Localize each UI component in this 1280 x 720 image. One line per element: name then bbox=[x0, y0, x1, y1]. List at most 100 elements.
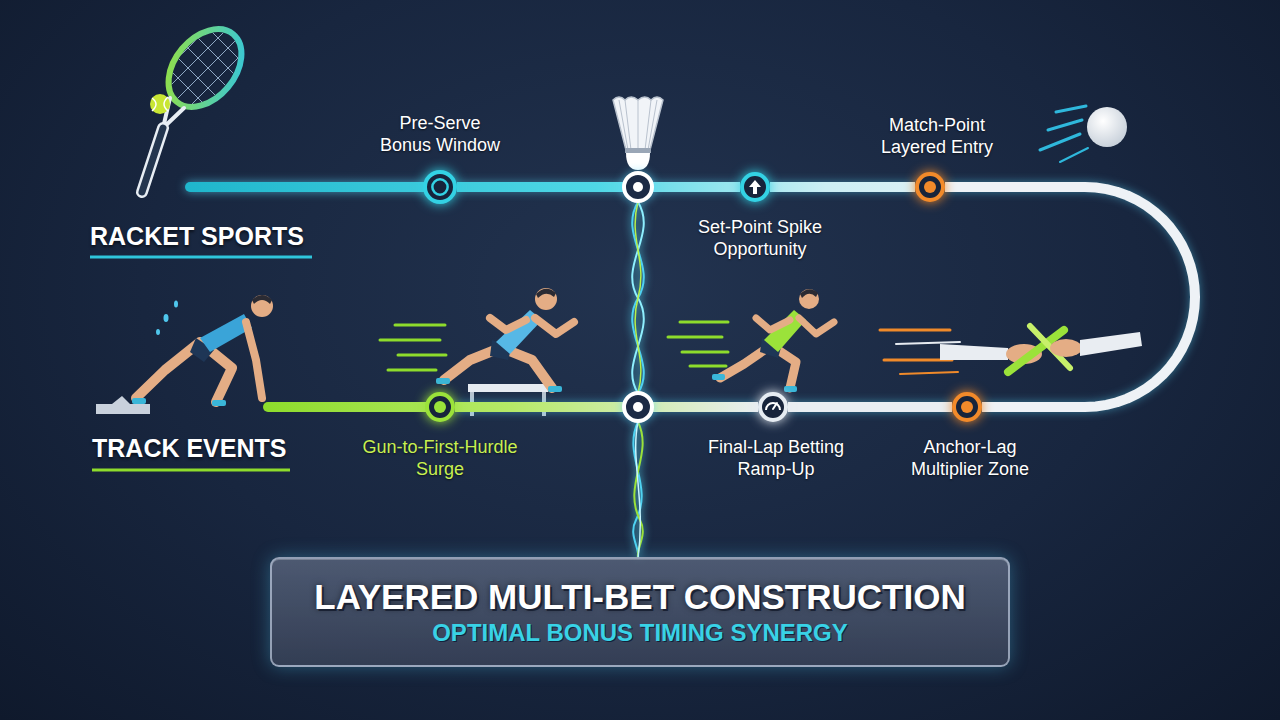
speed-line bbox=[896, 342, 960, 344]
junction-dot bbox=[633, 402, 643, 412]
junction-ring bbox=[624, 393, 652, 421]
timing-marker: Anchor-Lag Multiplier Zone bbox=[952, 392, 982, 422]
marker-shape bbox=[952, 392, 982, 422]
timeline-connector bbox=[945, 187, 1195, 407]
marker-ring bbox=[917, 174, 943, 200]
marker-shape bbox=[425, 392, 455, 422]
helix-strands bbox=[632, 202, 644, 558]
runner-shoe bbox=[548, 386, 562, 392]
marker-shape bbox=[915, 172, 945, 202]
tennis-racket bbox=[140, 0, 270, 192]
marker-label-box: Anchor-Lag Multiplier Zone bbox=[894, 436, 1046, 480]
speed-line bbox=[1060, 148, 1088, 162]
marker-ring bbox=[427, 394, 453, 420]
runner-arm bbox=[490, 318, 526, 330]
flying-ball bbox=[1040, 106, 1127, 162]
runner-shoe bbox=[212, 400, 226, 406]
shuttle-feathers bbox=[613, 97, 663, 150]
speed-line bbox=[1056, 106, 1086, 112]
hurdler bbox=[380, 288, 574, 416]
racket-string bbox=[170, 10, 260, 100]
marker-icon bbox=[760, 394, 786, 420]
marker-label-box: Final-Lap Betting Ramp-Up bbox=[705, 436, 847, 480]
panel-subtitle: OPTIMAL BONUS TIMING SYNERGY bbox=[432, 618, 848, 648]
sweat-drop bbox=[156, 329, 160, 335]
starting-block bbox=[96, 396, 150, 414]
speed-line bbox=[380, 339, 440, 342]
helix-strand bbox=[634, 422, 642, 558]
marker-dot bbox=[961, 401, 973, 413]
sweat-drop bbox=[174, 301, 178, 308]
marker-label: Anchor-Lag Multiplier Zone bbox=[894, 436, 1046, 480]
runner-hair bbox=[252, 295, 272, 304]
timing-marker: Gun-to-First-Hurdle Surge bbox=[425, 392, 455, 422]
runner-head bbox=[535, 288, 557, 310]
title-panel: LAYERED MULTI-BET CONSTRUCTIONOPTIMAL BO… bbox=[270, 557, 1010, 667]
junction-dot bbox=[633, 182, 643, 192]
runner-sleeve bbox=[940, 344, 1008, 360]
shuttlecock bbox=[613, 97, 663, 170]
marker-icon bbox=[425, 172, 455, 202]
speed-line bbox=[690, 365, 726, 368]
runner-head bbox=[799, 289, 819, 309]
runner-shoe bbox=[784, 386, 797, 392]
junction-marker bbox=[624, 173, 652, 201]
runner-shoe bbox=[436, 378, 450, 384]
section-underline bbox=[90, 256, 312, 259]
sprinter-start bbox=[96, 295, 273, 414]
feather-rib bbox=[619, 100, 657, 150]
marker-shape bbox=[758, 392, 788, 422]
junction-ring bbox=[624, 173, 652, 201]
speed-line bbox=[1040, 134, 1080, 150]
runner-hair bbox=[800, 289, 818, 298]
helix-strand bbox=[636, 422, 641, 558]
marker-inner-ring bbox=[432, 179, 447, 194]
section-label: TRACK EVENTS bbox=[92, 433, 286, 463]
marker-ring bbox=[425, 172, 455, 202]
marker-shape bbox=[423, 170, 457, 204]
marker-label: Pre-Serve Bonus Window bbox=[376, 112, 504, 156]
marker-ring bbox=[742, 174, 768, 200]
timeline-connector bbox=[457, 182, 740, 192]
marker-label-box: Set-Point Spike Opportunity bbox=[690, 216, 830, 260]
runner-arm bbox=[535, 318, 574, 334]
relay-handoff bbox=[880, 326, 1142, 374]
runner-leg bbox=[136, 342, 200, 398]
timing-marker: Pre-Serve Bonus Window bbox=[423, 170, 457, 204]
speed-line bbox=[1048, 120, 1082, 130]
runner-arm bbox=[756, 318, 790, 330]
runner-shoe bbox=[712, 374, 725, 380]
marker-label: Match-Point Layered Entry bbox=[871, 114, 1003, 158]
marker-dot bbox=[434, 401, 446, 413]
speed-line bbox=[680, 321, 728, 324]
marker-label: Gun-to-First-Hurdle Surge bbox=[352, 436, 528, 480]
helix-strand bbox=[635, 202, 641, 393]
runner-sleeve bbox=[1080, 332, 1142, 356]
marker-label: Set-Point Spike Opportunity bbox=[690, 216, 830, 260]
racket-string bbox=[140, 6, 230, 96]
runner-hand bbox=[1050, 339, 1082, 357]
marker-dot bbox=[924, 181, 936, 193]
runner-head bbox=[251, 295, 273, 317]
speed-line bbox=[682, 351, 728, 354]
marker-label-box: Gun-to-First-Hurdle Surge bbox=[352, 436, 528, 480]
helix-strand bbox=[632, 202, 644, 393]
timing-marker: Final-Lap Betting Ramp-Up bbox=[758, 392, 788, 422]
panel-title: LAYERED MULTI-BET CONSTRUCTION bbox=[314, 576, 965, 618]
marker-ring bbox=[954, 394, 980, 420]
runner-hair bbox=[536, 289, 556, 298]
timeline-lead bbox=[268, 402, 426, 412]
runner-arm bbox=[799, 318, 834, 334]
marker-ring bbox=[760, 394, 786, 420]
marker-label-box: Pre-Serve Bonus Window bbox=[376, 112, 504, 156]
runner-shoe bbox=[132, 398, 146, 404]
timing-marker: Match-Point Layered Entry bbox=[915, 172, 945, 202]
speed-line bbox=[395, 324, 445, 327]
shuttle-band bbox=[625, 148, 651, 153]
marker-icon bbox=[954, 394, 980, 420]
up-arrow-icon bbox=[749, 180, 761, 194]
racket-handle bbox=[142, 128, 163, 192]
sweat-drop bbox=[164, 314, 169, 322]
